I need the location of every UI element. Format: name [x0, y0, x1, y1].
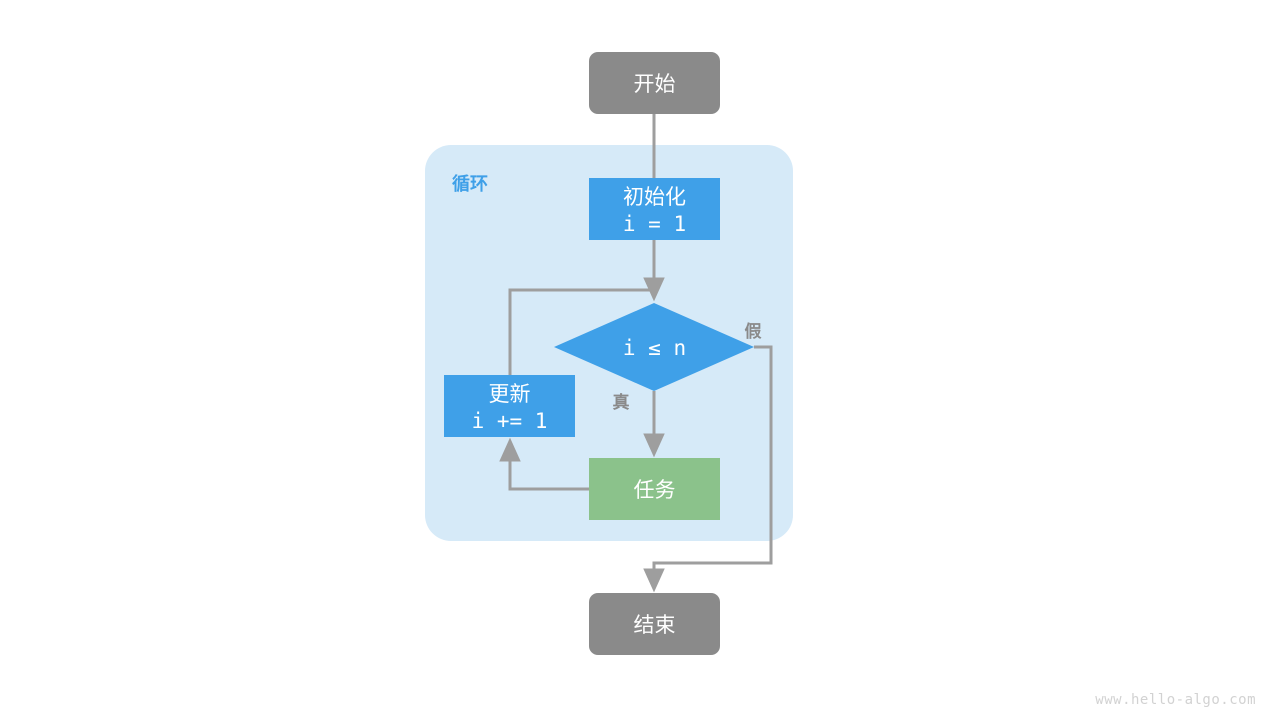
watermark: www.hello-algo.com [1095, 692, 1256, 708]
node-update-shape [444, 375, 575, 437]
edge-label-false: 假 [745, 321, 762, 341]
node-update[interactable]: 更新 i += 1 [444, 375, 575, 437]
node-end-shape [589, 593, 720, 655]
node-start-shape [589, 52, 720, 114]
node-update-label-line1: 更新 [489, 383, 531, 406]
node-condition-label: i ≤ n [623, 336, 686, 360]
node-end[interactable]: 结束 [589, 593, 720, 655]
node-task-shape [589, 458, 720, 520]
node-update-label-line2: i += 1 [472, 409, 548, 433]
edge-label-true: 真 [613, 392, 630, 412]
node-initialize[interactable]: 初始化 i = 1 [589, 178, 720, 240]
node-task[interactable]: 任务 [589, 458, 720, 520]
node-task-label: 任务 [634, 479, 676, 502]
node-initialize-label-line2: i = 1 [623, 212, 686, 236]
node-condition-shape [554, 303, 754, 391]
loop-group-label: 循环 [452, 173, 488, 194]
edge-update-to-condition [508, 288, 654, 375]
node-initialize-shape [589, 178, 720, 240]
node-condition[interactable]: i ≤ n [554, 303, 754, 391]
node-initialize-label-line1: 初始化 [623, 186, 686, 209]
edge-task-to-update [499, 437, 589, 491]
node-end-label: 结束 [634, 614, 676, 637]
node-start-label: 开始 [634, 73, 676, 96]
edge-condition-to-end [643, 345, 773, 593]
node-start[interactable]: 开始 [589, 52, 720, 114]
